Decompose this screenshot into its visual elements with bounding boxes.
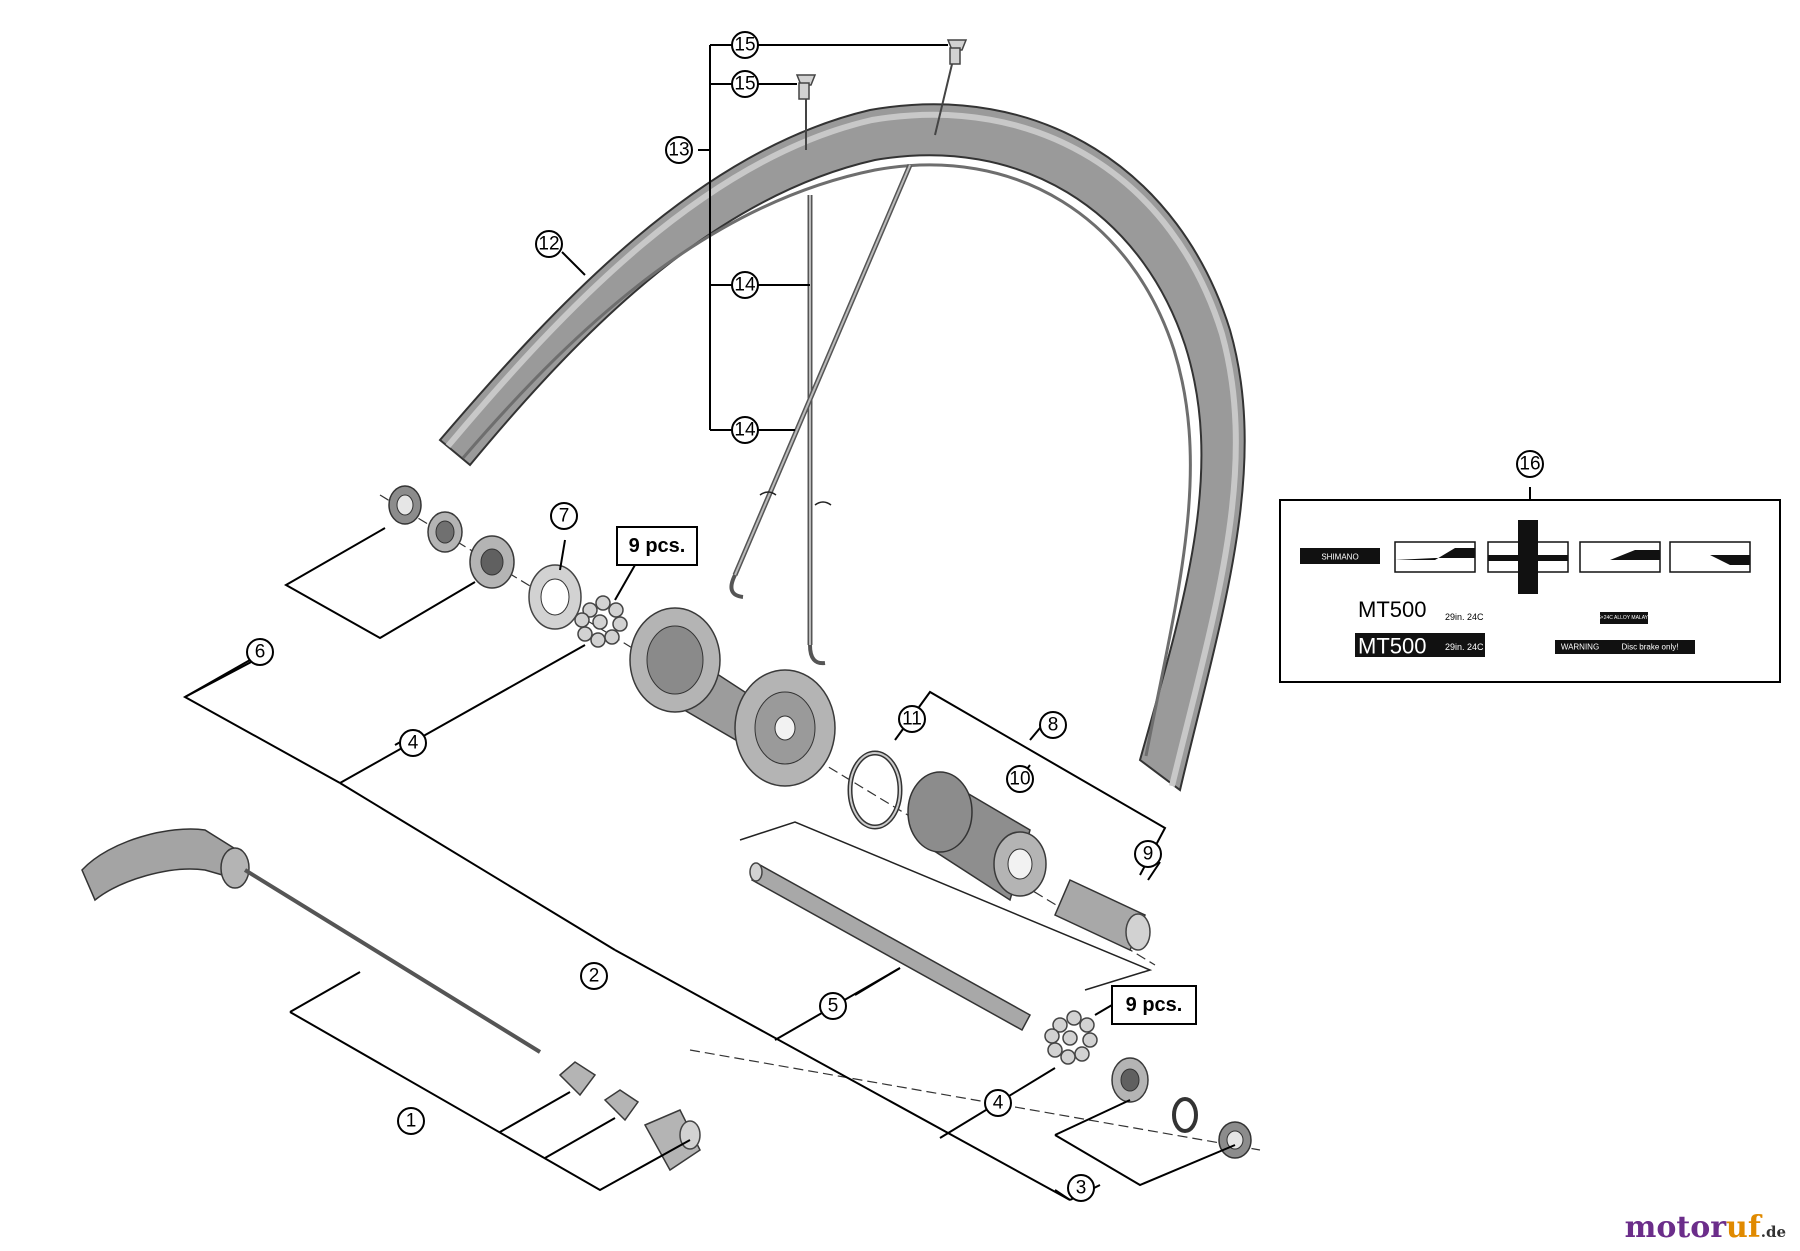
freehub-body xyxy=(907,771,1047,902)
callout-6: 6 xyxy=(246,638,274,666)
callout-12: 12 xyxy=(535,230,563,258)
qr-axis-line xyxy=(689,1049,1261,1151)
svg-text:9: 9 xyxy=(1143,844,1154,865)
callout-15-upper: 15 xyxy=(731,31,759,59)
callout-7: 7 xyxy=(550,502,578,530)
callout-10: 10 xyxy=(1006,765,1034,793)
washer-right xyxy=(1172,1097,1198,1133)
quick-release-lever xyxy=(81,828,250,902)
svg-text:16: 16 xyxy=(1519,454,1540,475)
callout-15-lower: 15 xyxy=(731,70,759,98)
callout-13: 13 xyxy=(665,136,693,164)
ball-bearings-left xyxy=(574,595,628,648)
pcs-label-left: 9 pcs. xyxy=(616,526,698,566)
svg-text:14: 14 xyxy=(734,420,756,441)
axle-dashed-box xyxy=(739,821,1153,991)
decal-graphic-1 xyxy=(1394,541,1476,573)
quick-release-skewer xyxy=(243,868,542,1054)
dust-cap xyxy=(528,564,582,630)
decal-model-2: MT500 xyxy=(1358,634,1426,659)
callout-4-upper: 4 xyxy=(399,729,427,757)
svg-text:4: 4 xyxy=(408,733,419,754)
spacer-left xyxy=(427,511,463,553)
svg-text:2: 2 xyxy=(589,966,600,987)
svg-text:15: 15 xyxy=(734,35,755,56)
decal-model-1-size: 29in. 24C xyxy=(1445,612,1484,622)
decal-graphic-3 xyxy=(1579,541,1661,573)
decal-model-2-size: 29in. 24C xyxy=(1445,642,1484,652)
callout-16: 16 xyxy=(1516,450,1544,478)
decal-warning-bg xyxy=(1555,640,1695,654)
svg-text:11: 11 xyxy=(902,709,922,730)
callout-8: 8 xyxy=(1039,711,1067,739)
hub-body xyxy=(629,607,836,787)
hub-axle xyxy=(749,862,1032,1032)
qr-spring-2 xyxy=(603,1089,640,1122)
callout-9: 9 xyxy=(1134,840,1162,868)
watermark-logo: motoruf.de xyxy=(1624,1210,1786,1245)
lock-nut-right xyxy=(1218,1121,1252,1159)
ball-bearings-right xyxy=(1044,1010,1098,1065)
callout-14-lower: 14 xyxy=(731,416,759,444)
callout-1: 1 xyxy=(397,1107,425,1135)
pcs-label-right: 9 pcs. xyxy=(1111,985,1197,1025)
decal-warning-label: WARNING xyxy=(1561,643,1599,652)
qr-spring-1 xyxy=(558,1061,597,1097)
svg-text:5: 5 xyxy=(828,996,839,1017)
cone-right xyxy=(1111,1057,1149,1103)
svg-text:10: 10 xyxy=(1009,769,1030,790)
callout-11: 11 xyxy=(898,705,926,733)
spoke-nipple-2 xyxy=(795,74,817,100)
decal-model-1: MT500 xyxy=(1358,597,1426,622)
svg-text:14: 14 xyxy=(734,275,756,296)
svg-text:1: 1 xyxy=(406,1111,417,1132)
svg-text:9 pcs.: 9 pcs. xyxy=(1126,994,1183,1016)
cone-left xyxy=(469,535,515,589)
decal-small-label-bg xyxy=(1600,612,1648,624)
decal-small-label: 60S×24C ALLOY MALAYSIA xyxy=(1592,615,1657,621)
svg-text:13: 13 xyxy=(668,140,689,161)
decal-panel: SHIMANO MT500 29in. 24C MT500 29in. 24C … xyxy=(1279,499,1781,683)
spokes xyxy=(729,59,954,666)
callout-4-lower: 4 xyxy=(984,1089,1012,1117)
callout-3: 3 xyxy=(1067,1174,1095,1202)
svg-text:9 pcs.: 9 pcs. xyxy=(629,535,686,557)
decal-graphic-2 xyxy=(1487,520,1569,594)
decal-warning-text: Disc brake only! xyxy=(1622,643,1679,652)
spoke-nipple-1 xyxy=(946,39,968,65)
svg-text:8: 8 xyxy=(1048,715,1059,736)
svg-text:3: 3 xyxy=(1076,1178,1087,1199)
svg-text:12: 12 xyxy=(538,234,559,255)
decal-model-2-bg xyxy=(1355,633,1485,657)
decal-graphic-4 xyxy=(1669,541,1751,573)
callout-2: 2 xyxy=(580,962,608,990)
svg-text:7: 7 xyxy=(559,506,570,527)
decal-brand-badge xyxy=(1300,548,1380,564)
decal-brand-text: SHIMANO xyxy=(1321,553,1358,562)
svg-text:15: 15 xyxy=(734,74,755,95)
callout-14-upper: 14 xyxy=(731,271,759,299)
o-ring xyxy=(847,750,903,830)
callout-5: 5 xyxy=(819,992,847,1020)
svg-text:4: 4 xyxy=(993,1093,1004,1114)
rim xyxy=(438,103,1246,792)
svg-text:6: 6 xyxy=(255,642,266,663)
freehub-sleeve xyxy=(1054,878,1151,952)
lock-nut-left xyxy=(388,485,422,525)
